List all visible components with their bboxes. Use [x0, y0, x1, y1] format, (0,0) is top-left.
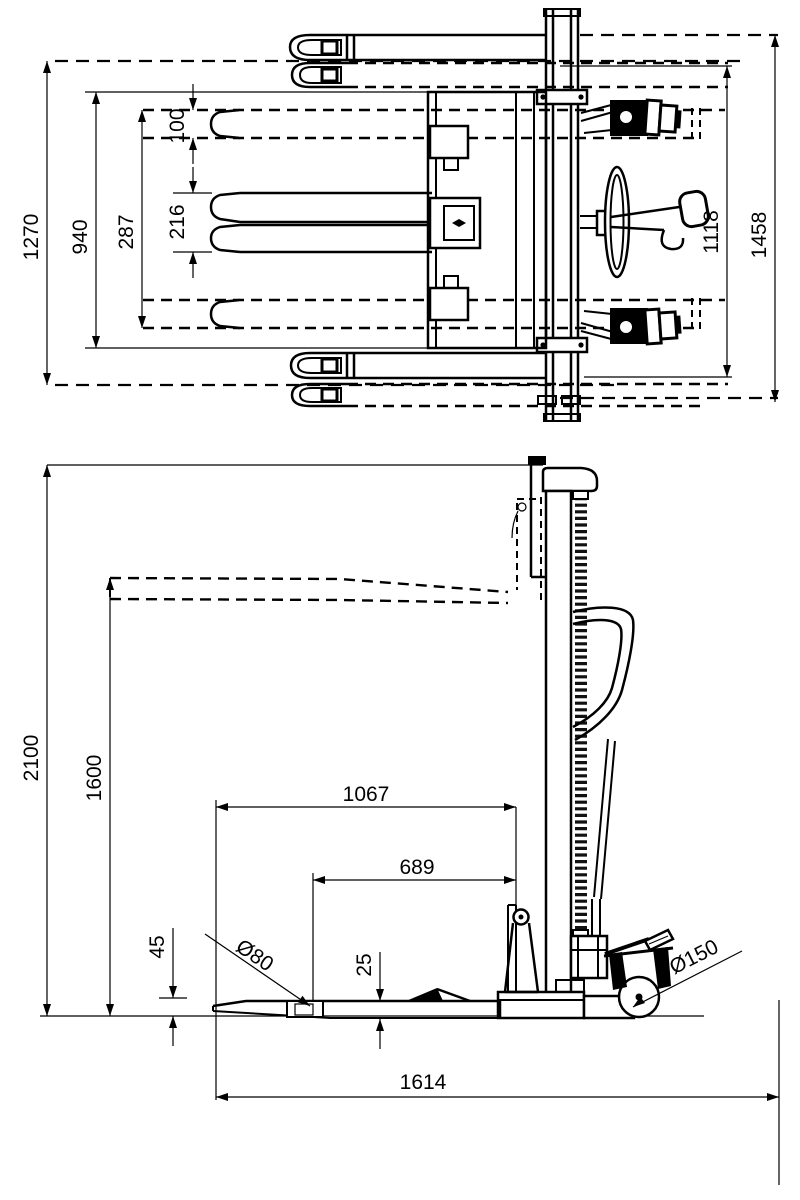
dim-label-1067: 1067 — [343, 783, 390, 806]
dim-label-dia150: Ø150 — [666, 935, 722, 979]
dim-label-25: 25 — [353, 953, 376, 976]
steer-wheel-side — [603, 946, 674, 1019]
dim-25: 25 — [353, 952, 384, 1049]
dim-100: 100 — [166, 84, 197, 164]
dim-label-45: 45 — [146, 935, 169, 958]
mast-bolt-plate-bottom — [535, 336, 589, 354]
carriage-plan — [85, 90, 548, 350]
dimensions-top-view: 1270 940 287 100 216 — [20, 35, 779, 402]
dimensions-side-view: 2100 1600 1067 689 45 — [20, 464, 780, 1185]
caster-plan-bottom — [580, 307, 682, 346]
steering-wheel-plan — [580, 165, 710, 279]
dim-label-2100: 2100 — [20, 735, 43, 782]
top-view: 1270 940 287 100 216 — [20, 8, 779, 422]
mast-plan — [535, 8, 589, 422]
forks-plan — [143, 108, 725, 330]
outrigger-legs-plan — [288, 33, 728, 408]
release-pedal — [604, 928, 675, 956]
mast-side — [528, 456, 599, 1010]
dim-label-1600: 1600 — [83, 755, 106, 802]
dim-label-940: 940 — [69, 219, 92, 254]
dim-1270: 1270 — [20, 61, 51, 385]
dim-dia80: Ø80 — [204, 933, 311, 1007]
fork-side — [212, 999, 502, 1019]
dim-label-dia80: Ø80 — [232, 935, 278, 976]
dim-label-1270: 1270 — [20, 214, 43, 261]
tiller-hook — [610, 189, 710, 251]
dim-1614: 1614 — [216, 1000, 780, 1185]
dim-1458: 1458 — [748, 35, 779, 402]
lift-linkage — [406, 904, 540, 1003]
dim-label-287: 287 — [115, 214, 138, 249]
dim-label-216: 216 — [166, 204, 189, 239]
dim-label-1458: 1458 — [748, 212, 771, 259]
dim-940: 940 — [69, 92, 100, 348]
dim-label-1614: 1614 — [400, 1071, 447, 1094]
dim-label-100: 100 — [166, 108, 189, 143]
dim-2100: 2100 — [20, 464, 543, 1016]
lift-chain — [572, 490, 589, 941]
dim-1600: 1600 — [83, 578, 114, 1016]
dim-1067: 1067 — [215, 783, 517, 1100]
raised-fork-dashed — [109, 497, 542, 605]
dim-216: 216 — [166, 167, 212, 278]
caster-plan-top — [580, 98, 682, 137]
dim-label-689: 689 — [399, 856, 434, 879]
mast-bolt-plate-top — [535, 88, 589, 106]
extent-dashed-lines — [55, 33, 778, 400]
dim-287: 287 — [115, 110, 146, 328]
dim-1118: 1118 — [560, 65, 732, 378]
dim-689: 689 — [312, 856, 516, 1000]
dim-45: 45 — [146, 928, 187, 1046]
hand-lever — [572, 606, 635, 900]
hydraulic-pump — [569, 899, 609, 980]
side-view: 2100 1600 1067 689 45 — [20, 456, 780, 1185]
dim-label-1118: 1118 — [700, 210, 723, 254]
